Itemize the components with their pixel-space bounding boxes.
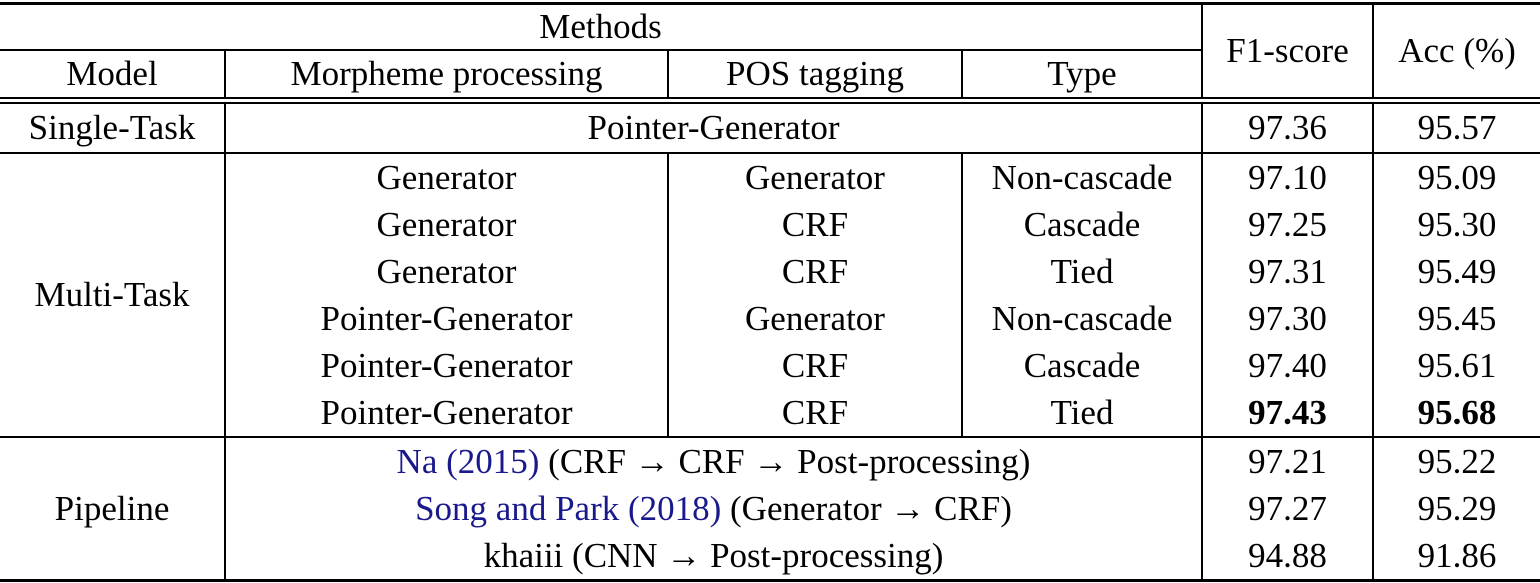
- cell-type: Cascade: [962, 342, 1203, 389]
- group-label-multi-task: Multi-Task: [0, 153, 226, 438]
- header-cell-methods: Methods: [0, 3, 1203, 51]
- citation-link-song-and-park-2018[interactable]: Song and Park (2018): [415, 488, 722, 528]
- row-pipeline-2: Song and Park (2018) (Generator → CRF) 9…: [0, 485, 1540, 532]
- cell-f1: 97.25: [1202, 201, 1374, 248]
- cell-pos: CRF: [668, 201, 963, 248]
- cell-type: Non-cascade: [962, 153, 1203, 201]
- cell-f1: 94.88: [1202, 532, 1374, 581]
- header-row-methods: Methods F1-score Acc (%): [0, 3, 1540, 104]
- cell-type: Cascade: [962, 201, 1203, 248]
- cell-morpheme: Generator: [225, 248, 669, 295]
- row-multi-task-3: Generator CRF Tied 97.31 95.49: [0, 248, 1540, 295]
- cell-type: Non-cascade: [962, 295, 1203, 342]
- cell-acc-best: 95.68: [1373, 389, 1540, 438]
- cell-single-task-acc: 95.57: [1373, 100, 1540, 154]
- cell-pos: CRF: [668, 389, 963, 438]
- header-cell-model: Model: [0, 50, 226, 104]
- header-cell-f1-score: F1-score: [1202, 3, 1374, 104]
- row-multi-task-2: Generator CRF Cascade 97.25 95.30: [0, 201, 1540, 248]
- cell-pipeline-method: Song and Park (2018) (Generator → CRF): [225, 485, 1203, 532]
- cell-morpheme: Pointer-Generator: [225, 342, 669, 389]
- cell-morpheme: Generator: [225, 201, 669, 248]
- cell-single-task-method: Pointer-Generator: [225, 100, 1203, 154]
- row-multi-task-1: Multi-Task Generator Generator Non-casca…: [0, 153, 1540, 438]
- pipeline-method-text: (Generator → CRF): [721, 488, 1012, 528]
- header-cell-pos-tagging: POS tagging: [668, 50, 963, 104]
- cell-pos: CRF: [668, 342, 963, 389]
- cell-f1: 97.21: [1202, 437, 1374, 485]
- cell-type: Tied: [962, 389, 1203, 438]
- cell-f1: 97.27: [1202, 485, 1374, 532]
- cell-pipeline-method: khaiii (CNN → Post-processing): [225, 532, 1203, 581]
- cell-pos: CRF: [668, 248, 963, 295]
- row-multi-task-4: Pointer-Generator Generator Non-cascade …: [0, 295, 1540, 342]
- row-multi-task-5: Pointer-Generator CRF Cascade 97.40 95.6…: [0, 342, 1540, 389]
- cell-morpheme: Generator: [225, 153, 669, 201]
- cell-type: Tied: [962, 248, 1203, 295]
- cell-acc: 95.30: [1417, 204, 1497, 244]
- cell-acc: 95.22: [1417, 441, 1497, 481]
- cell-f1-best: 97.43: [1202, 389, 1374, 438]
- cell-f1: 97.31: [1202, 248, 1374, 295]
- header-cell-type: Type: [962, 50, 1203, 104]
- cell-f1: 97.30: [1202, 295, 1374, 342]
- cell-pos: Generator: [668, 295, 963, 342]
- citation-link-na-2015[interactable]: Na (2015): [396, 441, 540, 481]
- row-single-task: Single-Task Pointer-Generator 97.36 95.5…: [0, 100, 1540, 154]
- cell-acc: 95.09: [1417, 157, 1497, 197]
- cell-morpheme: Pointer-Generator: [225, 389, 669, 438]
- group-label-pipeline: Pipeline: [0, 437, 226, 581]
- cell-pipeline-method: Na (2015) (CRF → CRF → Post-processing): [225, 437, 1203, 485]
- cell-morpheme: Pointer-Generator: [225, 295, 669, 342]
- row-pipeline-3: khaiii (CNN → Post-processing) 94.88 91.…: [0, 532, 1540, 581]
- header-cell-morpheme-processing: Morpheme processing: [225, 50, 669, 104]
- header-row-columns: Model Morpheme processing POS tagging Ty…: [0, 50, 1540, 104]
- row-pipeline-1: Pipeline Na (2015) (CRF → CRF → Post-pro…: [0, 437, 1540, 581]
- cell-acc: 91.86: [1417, 535, 1497, 575]
- cell-acc: 95.61: [1417, 345, 1497, 385]
- cell-pos: Generator: [668, 153, 963, 201]
- header-cell-acc: Acc (%): [1373, 3, 1540, 104]
- cell-single-task-f1: 97.36: [1202, 100, 1374, 154]
- cell-acc: 95.49: [1417, 251, 1497, 291]
- pipeline-method-text: khaiii (CNN → Post-processing): [483, 535, 944, 575]
- group-label-single-task: Single-Task: [0, 100, 226, 154]
- cell-f1: 97.40: [1202, 342, 1374, 389]
- cell-f1: 97.10: [1202, 153, 1374, 201]
- row-multi-task-6: Pointer-Generator CRF Tied 97.43 95.68: [0, 389, 1540, 438]
- pipeline-method-text: (CRF → CRF → Post-processing): [539, 441, 1031, 481]
- cell-acc: 95.29: [1417, 488, 1497, 528]
- cell-acc: 95.45: [1417, 298, 1497, 338]
